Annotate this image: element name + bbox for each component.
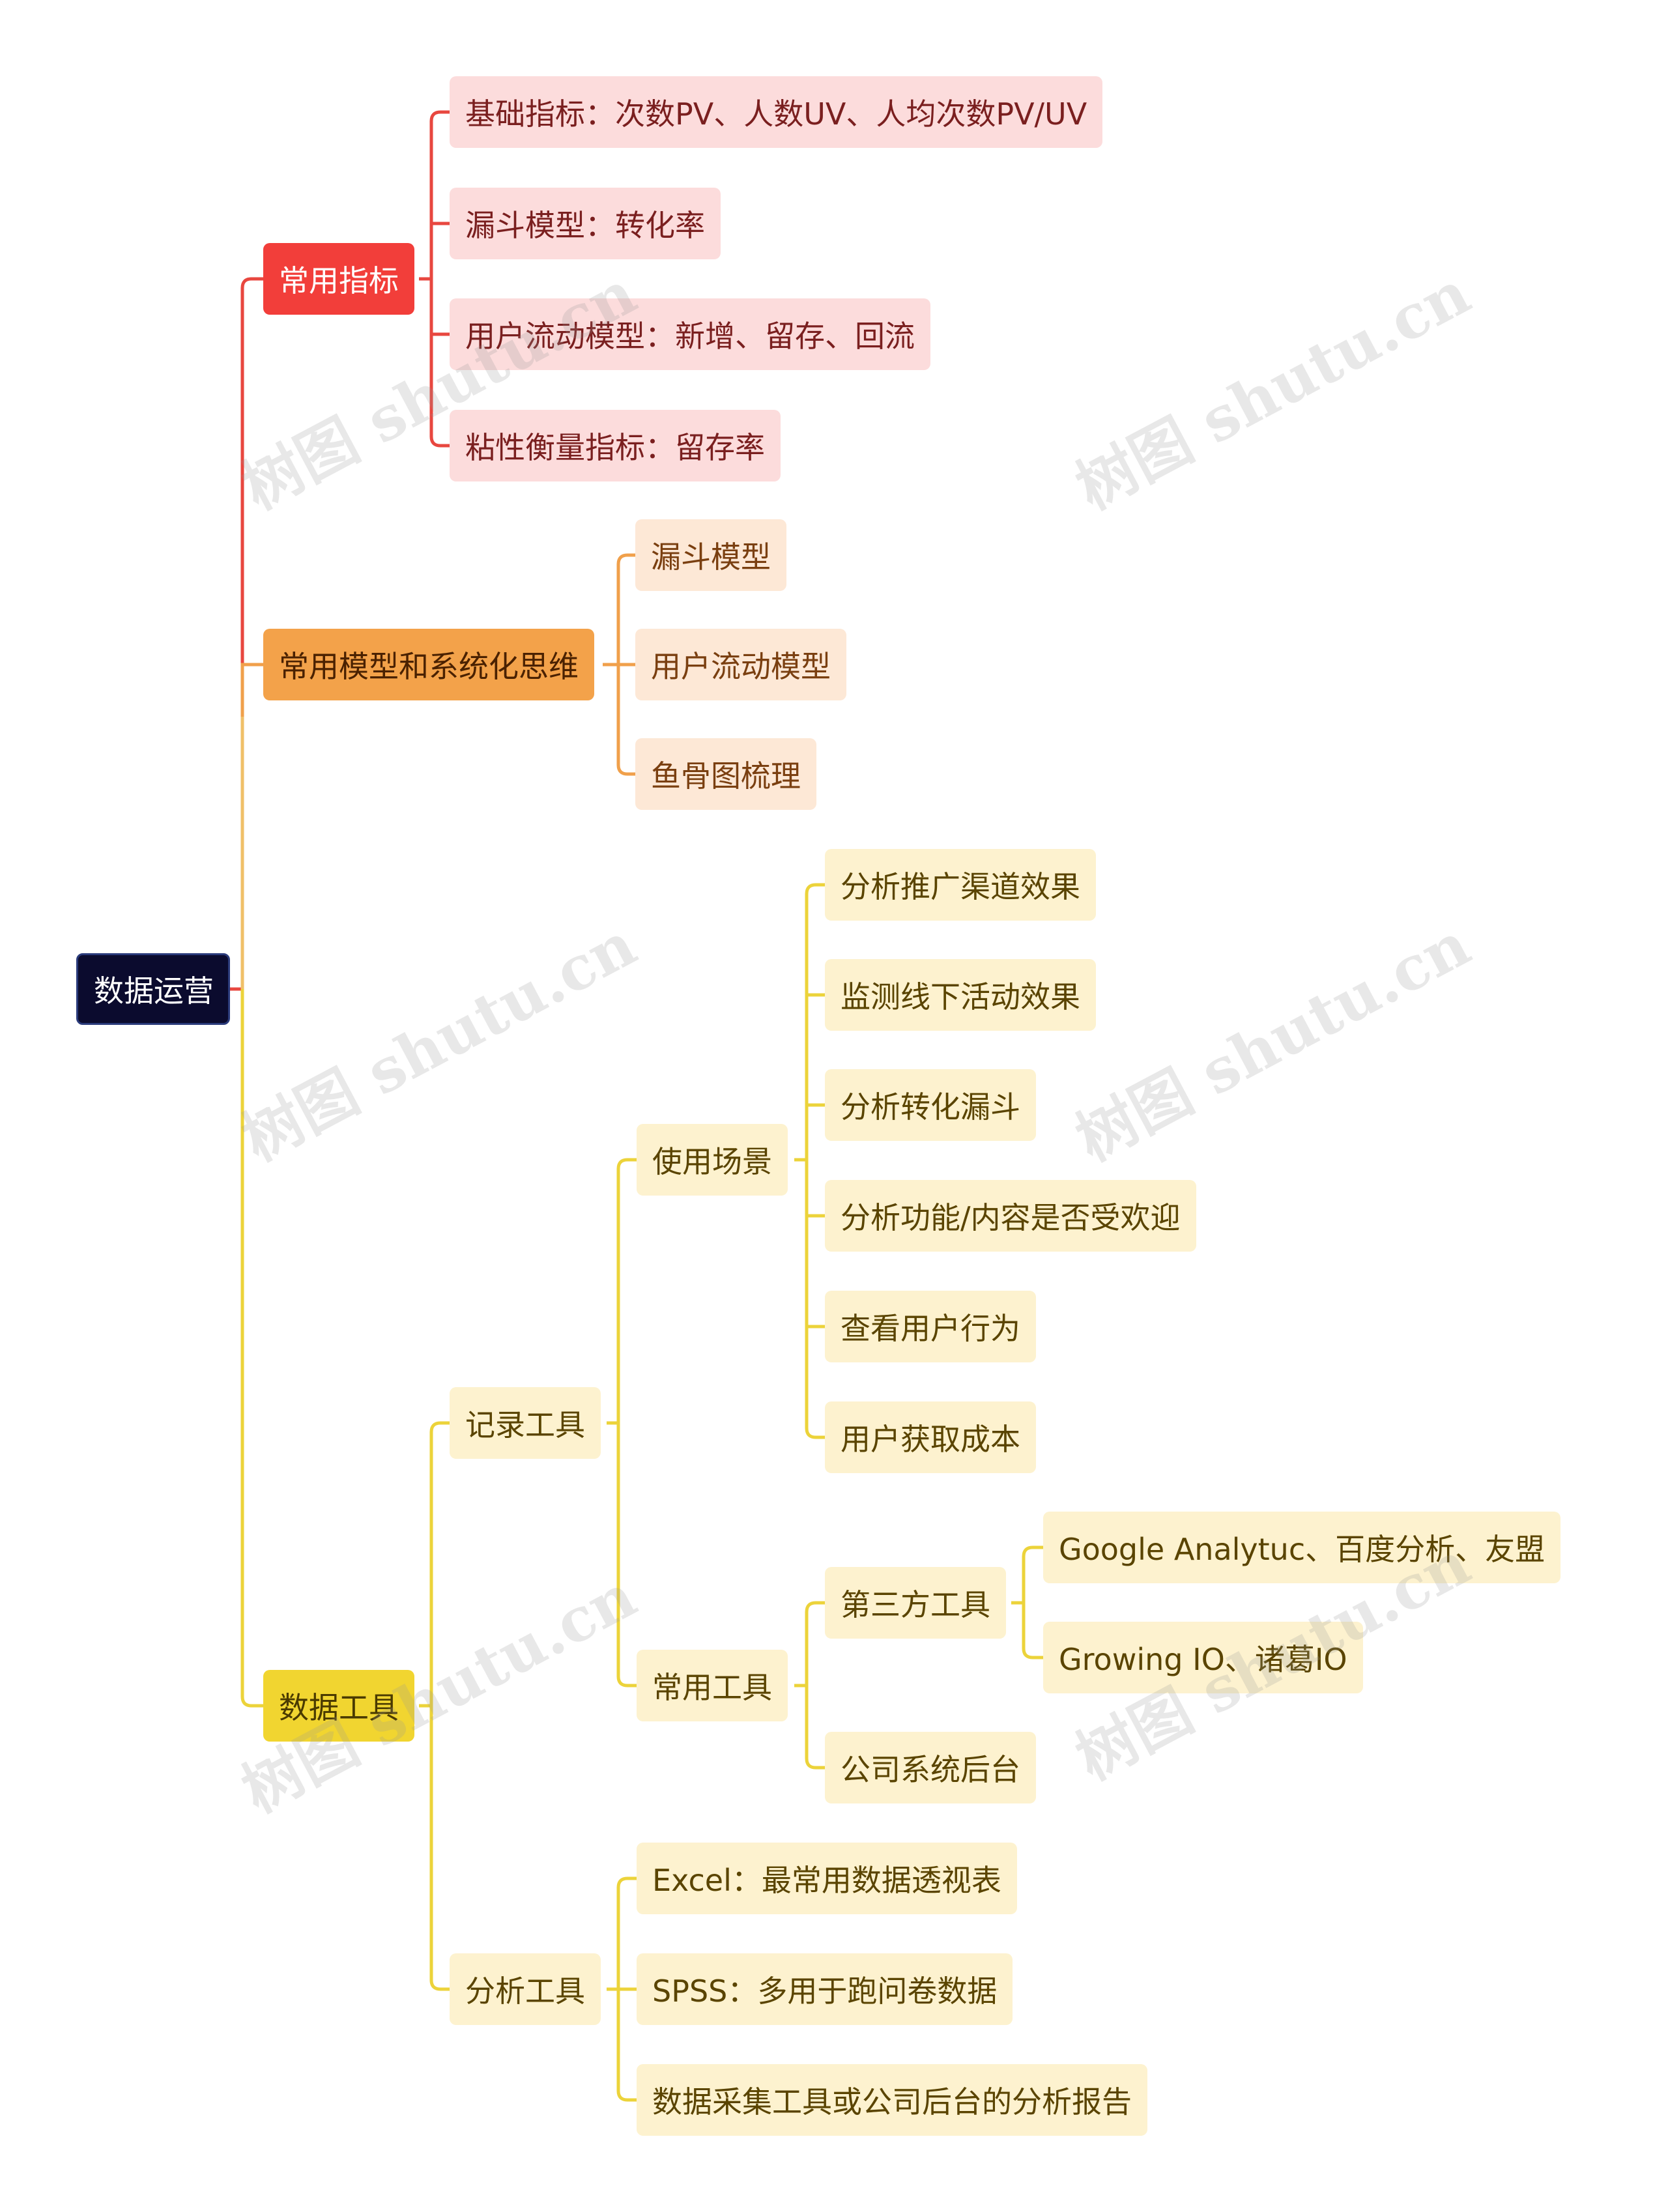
leaf-analysis-excel[interactable]: Excel：最常用数据透视表 <box>637 1843 1017 1914</box>
node-analysis-tools[interactable]: 分析工具 <box>450 1953 601 2025</box>
leaf-analysis-report[interactable]: 数据采集工具或公司后台的分析报告 <box>637 2064 1147 2136</box>
leaf-scenario-funnel[interactable]: 分析转化漏斗 <box>825 1069 1036 1141</box>
leaf-scenario-feature[interactable]: 分析功能/内容是否受欢迎 <box>825 1180 1196 1252</box>
connector-thirdparty-children <box>1011 1545 1043 1659</box>
leaf-scenario-channel[interactable]: 分析推广渠道效果 <box>825 849 1096 921</box>
connector-record-children <box>607 1158 637 1688</box>
connector-metrics-children <box>419 110 450 448</box>
leaf-company-backend[interactable]: 公司系统后台 <box>825 1732 1036 1803</box>
leaf-third-party-google[interactable]: Google Analytuc、百度分析、友盟 <box>1043 1512 1561 1583</box>
leaf-metric-stickiness[interactable]: 粘性衡量指标：留存率 <box>450 410 781 481</box>
leaf-metric-basic[interactable]: 基础指标：次数PV、人数UV、人均次数PV/UV <box>450 76 1103 148</box>
leaf-scenario-behavior[interactable]: 查看用户行为 <box>825 1291 1036 1362</box>
connector-root-models <box>240 663 263 717</box>
connector-models-children <box>603 553 635 776</box>
branch-metrics[interactable]: 常用指标 <box>263 243 414 315</box>
connector-scenarios-children <box>794 883 825 1439</box>
connector-root-metrics <box>230 277 263 991</box>
connector-analysis-children <box>607 1876 637 2102</box>
connector-common-children <box>794 1601 825 1770</box>
leaf-third-party-growing[interactable]: Growing IO、诸葛IO <box>1043 1622 1363 1693</box>
node-record-tools[interactable]: 记录工具 <box>450 1387 601 1459</box>
connector-root-tools <box>240 989 263 1708</box>
leaf-metric-user-flow[interactable]: 用户流动模型：新增、留存、回流 <box>450 298 930 370</box>
leaf-model-fishbone[interactable]: 鱼骨图梳理 <box>635 738 816 810</box>
branch-tools[interactable]: 数据工具 <box>263 1670 414 1742</box>
branch-models[interactable]: 常用模型和系统化思维 <box>263 629 594 700</box>
leaf-metric-funnel[interactable]: 漏斗模型：转化率 <box>450 188 721 259</box>
node-third-party-tools[interactable]: 第三方工具 <box>825 1567 1006 1639</box>
node-common-tools[interactable]: 常用工具 <box>637 1650 788 1721</box>
connector-tools-children <box>419 1421 450 1991</box>
leaf-model-funnel[interactable]: 漏斗模型 <box>635 519 786 591</box>
node-usage-scenarios[interactable]: 使用场景 <box>637 1124 788 1196</box>
leaf-scenario-cost[interactable]: 用户获取成本 <box>825 1401 1036 1473</box>
leaf-model-user-flow[interactable]: 用户流动模型 <box>635 629 846 700</box>
leaf-scenario-offline[interactable]: 监测线下活动效果 <box>825 959 1096 1031</box>
root-node[interactable]: 数据运营 <box>76 953 230 1025</box>
leaf-analysis-spss[interactable]: SPSS：多用于跑问卷数据 <box>637 1953 1013 2025</box>
